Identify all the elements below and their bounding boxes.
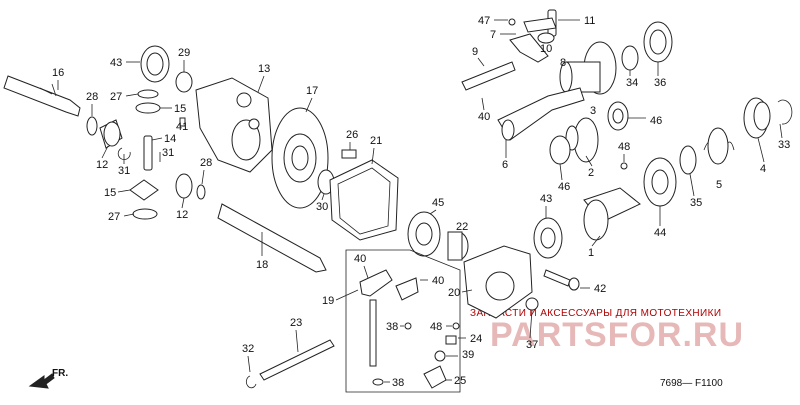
callout-label: 25: [454, 375, 466, 387]
callout-label: 4: [760, 163, 766, 175]
left-axle-group: [3, 45, 327, 273]
callout-label: 48: [618, 141, 630, 153]
callout-label: 40: [354, 253, 366, 265]
differential-group: [195, 77, 399, 241]
callout-label: 33: [778, 139, 790, 151]
callout-label: 32: [242, 343, 254, 355]
callout-label: 39: [462, 349, 474, 361]
callout-label: 12: [176, 209, 188, 221]
callout-label: 34: [626, 77, 638, 89]
callout-label: 24: [470, 333, 482, 345]
callout-label: 46: [650, 115, 662, 127]
callout-label: 7: [490, 29, 496, 41]
callout-label: 16: [52, 67, 64, 79]
callout-label: 44: [654, 227, 666, 239]
callout-label: 23: [290, 317, 302, 329]
lower-housing-group: [245, 211, 539, 393]
callout-label: 11: [584, 15, 595, 27]
callout-label: 31: [162, 147, 174, 159]
callout-label: 15: [174, 103, 186, 115]
callout-label: 37: [526, 339, 538, 351]
callout-label: 41: [176, 121, 188, 133]
callout-label: 9: [472, 46, 478, 58]
callout-label: 27: [108, 211, 120, 223]
callout-label: 45: [432, 197, 444, 209]
callout-label: 12: [96, 159, 108, 171]
callout-label: 8: [560, 57, 566, 69]
callout-label: 18: [256, 259, 268, 271]
direction-label: FR.: [52, 368, 68, 379]
callout-label: 46: [558, 181, 570, 193]
front-direction-arrow: FR.: [28, 368, 68, 389]
callout-label: 1: [588, 247, 594, 259]
callout-label: 10: [540, 43, 552, 55]
callout-label: 47: [478, 15, 490, 27]
watermark-logo: PARTSFOR.RU: [490, 316, 744, 354]
callout-label: 6: [502, 159, 508, 171]
callout-label: 19: [322, 295, 334, 307]
callout-label: 43: [110, 57, 122, 69]
drawing-code: 7698— F1100: [660, 378, 723, 389]
callout-label: 14: [164, 133, 176, 145]
shift-group: [461, 9, 673, 95]
callout-label: 27: [110, 91, 122, 103]
callout-label: 26: [346, 129, 358, 141]
callout-labels: 1 2 3 4 5 6 7 8 9 10 11 12 12 13 14 15 1…: [52, 15, 790, 389]
callout-label: 28: [200, 157, 212, 169]
output-shaft-group: [533, 187, 641, 291]
watermark-text: ЗАПЧАСТИ И АКСЕССУАРЫ ДЛЯ МОТОТЕХНИКИ: [470, 308, 721, 319]
callout-label: 28: [86, 91, 98, 103]
callout-label: 38: [386, 321, 398, 333]
callout-label: 17: [306, 85, 318, 97]
callout-label: 40: [432, 275, 444, 287]
callout-label: 13: [258, 63, 270, 75]
callout-label: 36: [654, 77, 666, 89]
callout-label: 35: [690, 197, 702, 209]
callout-label: 15: [104, 187, 116, 199]
callout-label: 3: [590, 105, 596, 117]
callout-label: 42: [594, 283, 606, 295]
callout-label: 31: [118, 165, 130, 177]
callout-label: 20: [448, 287, 460, 299]
callout-label: 48: [430, 321, 442, 333]
callout-label: 21: [370, 135, 382, 147]
callout-label: 38: [392, 377, 404, 389]
callout-label: 5: [716, 179, 722, 191]
callout-label: 30: [316, 201, 328, 213]
callout-label: 29: [178, 47, 190, 59]
callout-label: 43: [540, 193, 552, 205]
countershaft-group: [497, 87, 793, 207]
callout-label: 40: [478, 111, 490, 123]
callout-label: 22: [456, 221, 468, 233]
callout-label: 2: [588, 167, 594, 179]
